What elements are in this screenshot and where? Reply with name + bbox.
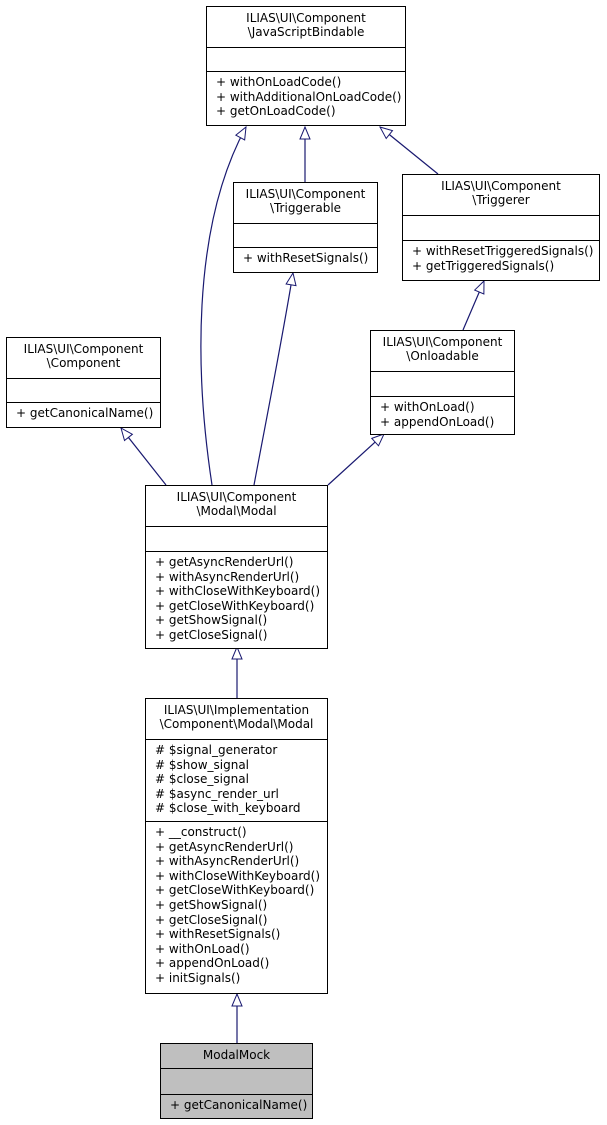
- operations-section: + getCanonicalName(): [7, 402, 160, 427]
- attribute: # $close_with_keyboard: [155, 801, 301, 816]
- operation: + withOnLoadCode(): [216, 75, 342, 89]
- class-title-line: \Component\Modal\Modal: [159, 717, 314, 731]
- attributes-section: [207, 47, 405, 71]
- operations-section: + __construct() + getAsyncRenderUrl() + …: [146, 821, 327, 993]
- operation: + withAsyncRenderUrl(): [155, 854, 300, 869]
- class-title-line: \Component: [46, 356, 121, 370]
- operations-section: + getAsyncRenderUrl() + withAsyncRenderU…: [146, 551, 327, 648]
- operation: + getShowSignal(): [155, 897, 268, 912]
- class-title: ILIAS\UI\Component \Modal\Modal: [146, 486, 327, 526]
- class-box-modal-interface: ILIAS\UI\Component \Modal\Modal + getAsy…: [145, 485, 328, 649]
- edge-modal-to-onloadable: [327, 434, 384, 486]
- class-title-line: ILIAS\UI\Component: [382, 335, 503, 349]
- operation: + getShowSignal(): [155, 613, 268, 628]
- edge-triggerer-to-jsbindable: [380, 127, 439, 175]
- attribute: # $async_render_url: [155, 786, 279, 801]
- class-box-triggerable: ILIAS\UI\Component \Triggerable + withRe…: [233, 182, 378, 273]
- attributes-section: [403, 215, 599, 240]
- attributes-section: [371, 371, 514, 396]
- class-box-triggerer: ILIAS\UI\Component \Triggerer + withRese…: [402, 174, 600, 281]
- attributes-section: [7, 378, 160, 402]
- operation: + appendOnLoad(): [380, 414, 495, 429]
- operations-section: + withResetSignals(): [234, 247, 377, 272]
- operation: + appendOnLoad(): [155, 956, 270, 971]
- class-box-onloadable: ILIAS\UI\Component \Onloadable + withOnL…: [370, 330, 515, 435]
- class-box-javascriptbindable: ILIAS\UI\Component \JavaScriptBindable +…: [206, 6, 406, 126]
- operation: + getCloseWithKeyboard(): [155, 883, 315, 898]
- class-box-implementation-modal: ILIAS\UI\Implementation \Component\Modal…: [145, 698, 328, 994]
- class-title-line: ILIAS\UI\Component: [246, 11, 366, 25]
- operation: + withCloseWithKeyboard(): [155, 868, 321, 883]
- operations-section: + withOnLoad() + appendOnLoad(): [371, 396, 514, 434]
- attribute: # $signal_generator: [155, 743, 278, 757]
- operation: + getAsyncRenderUrl(): [155, 839, 294, 854]
- operation: + getCanonicalName(): [16, 406, 154, 420]
- operation: + getCloseWithKeyboard(): [155, 598, 315, 613]
- edge-onloadable-to-triggerer: [462, 281, 485, 331]
- operation: + withResetSignals(): [243, 251, 369, 265]
- class-box-component: ILIAS\UI\Component \Component + getCanon…: [6, 337, 161, 428]
- class-title-line: \Modal\Modal: [196, 504, 277, 518]
- operations-section: + withOnLoadCode() + withAdditionalOnLoa…: [207, 71, 405, 125]
- operations-section: + withResetTriggeredSignals() + getTrigg…: [403, 240, 599, 280]
- edge-modal-to-jsbindable: [200, 127, 246, 486]
- class-title-line: \Triggerable: [269, 201, 342, 215]
- attributes-section: [146, 526, 327, 551]
- operation: + getTriggeredSignals(): [412, 258, 555, 273]
- operation: + getAsyncRenderUrl(): [155, 555, 294, 569]
- class-title: ILIAS\UI\Component \Component: [7, 338, 160, 378]
- operation: + __construct(): [155, 825, 247, 839]
- operation: + withAsyncRenderUrl(): [155, 569, 300, 584]
- class-title: ILIAS\UI\Component \Triggerer: [403, 175, 599, 215]
- attribute: # $close_signal: [155, 772, 249, 787]
- operation: + withResetSignals(): [155, 927, 281, 942]
- class-title-line: ModalMock: [202, 1048, 271, 1062]
- class-title-line: ILIAS\UI\Component: [176, 490, 297, 504]
- operation: + withOnLoad(): [155, 941, 250, 956]
- class-title: ILIAS\UI\Component \Triggerable: [234, 183, 377, 223]
- class-title-line: ILIAS\UI\Component: [23, 342, 144, 356]
- class-title: ILIAS\UI\Implementation \Component\Modal…: [146, 699, 327, 739]
- operation: + withAdditionalOnLoadCode(): [216, 89, 402, 104]
- operation: + getCloseSignal(): [155, 912, 268, 927]
- class-title-line: ILIAS\UI\Component: [245, 187, 366, 201]
- operation: + getOnLoadCode(): [216, 104, 336, 119]
- attributes-section: [234, 223, 377, 247]
- class-title-line: \Triggerer: [472, 193, 530, 207]
- attributes-section: # $signal_generator # $show_signal # $cl…: [146, 739, 327, 821]
- operation: + withCloseWithKeyboard(): [155, 584, 321, 599]
- attributes-section: [161, 1068, 312, 1094]
- class-title: ILIAS\UI\Component \Onloadable: [371, 331, 514, 371]
- class-title-line: \Onloadable: [406, 349, 479, 363]
- class-title: ModalMock: [161, 1044, 312, 1068]
- operations-section: + getCanonicalName(): [161, 1094, 312, 1118]
- edge-modal-to-component: [121, 428, 167, 486]
- class-title-line: \JavaScriptBindable: [247, 25, 365, 39]
- class-title-line: ILIAS\UI\Component: [441, 179, 561, 193]
- class-title-line: ILIAS\UI\Implementation: [163, 703, 310, 717]
- class-title: ILIAS\UI\Component \JavaScriptBindable: [207, 7, 405, 47]
- attribute: # $show_signal: [155, 757, 250, 772]
- edge-modal-to-triggerable: [253, 273, 293, 486]
- class-box-modalmock: ModalMock + getCanonicalName(): [160, 1043, 313, 1119]
- operation: + initSignals(): [155, 970, 241, 985]
- operation: + getCanonicalName(): [170, 1098, 308, 1112]
- operation: + withResetTriggeredSignals(): [412, 244, 594, 258]
- operation: + getCloseSignal(): [155, 627, 268, 642]
- operation: + withOnLoad(): [380, 400, 475, 414]
